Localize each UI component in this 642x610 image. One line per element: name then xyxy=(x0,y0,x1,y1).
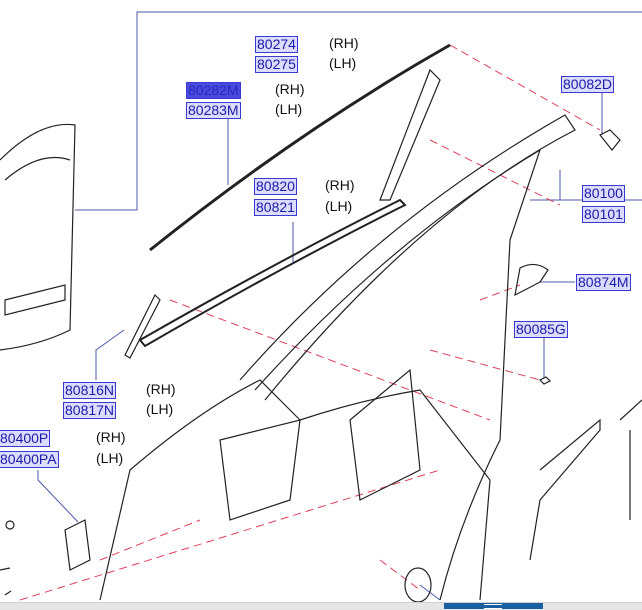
side-label: (RH) xyxy=(275,81,305,97)
side-label: (RH) xyxy=(96,429,126,445)
part-number-80100[interactable]: 80100 xyxy=(582,185,625,202)
part-number-80820[interactable]: 80820 xyxy=(254,178,297,195)
part-number-80085g[interactable]: 80085G xyxy=(514,321,568,338)
part-number-80282m-selected[interactable]: 80282M xyxy=(186,82,241,99)
side-label: (LH) xyxy=(275,101,303,117)
side-label: (RH) xyxy=(325,177,355,193)
part-number-80283m[interactable]: 80283M xyxy=(186,102,241,119)
part-number-80101[interactable]: 80101 xyxy=(582,206,625,223)
scrollbar-grip-icon xyxy=(484,604,502,609)
part-number-80817n[interactable]: 80817N xyxy=(63,402,117,419)
leader-lines xyxy=(37,11,642,601)
part-number-80400pa[interactable]: 80400PA xyxy=(0,451,59,468)
part-number-80082d[interactable]: 80082D xyxy=(561,76,615,93)
part-number-80274[interactable]: 80274 xyxy=(255,36,298,53)
side-label: (LH) xyxy=(329,55,357,71)
horizontal-scrollbar[interactable] xyxy=(0,602,642,610)
part-number-80400p[interactable]: 80400P xyxy=(0,430,51,447)
side-label: (RH) xyxy=(329,35,359,51)
part-number-80821[interactable]: 80821 xyxy=(254,199,297,216)
side-label: (LH) xyxy=(325,198,353,214)
side-label: (RH) xyxy=(146,381,176,397)
part-number-80874m[interactable]: 80874M xyxy=(576,274,631,291)
part-number-80816n[interactable]: 80816N xyxy=(63,382,117,399)
side-label: (LH) xyxy=(146,401,174,417)
door-outline xyxy=(0,43,642,603)
part-number-80275[interactable]: 80275 xyxy=(255,56,298,73)
dashed-guides xyxy=(19,44,601,601)
side-label: (LH) xyxy=(96,450,124,466)
scrollbar-thumb[interactable] xyxy=(444,603,543,609)
